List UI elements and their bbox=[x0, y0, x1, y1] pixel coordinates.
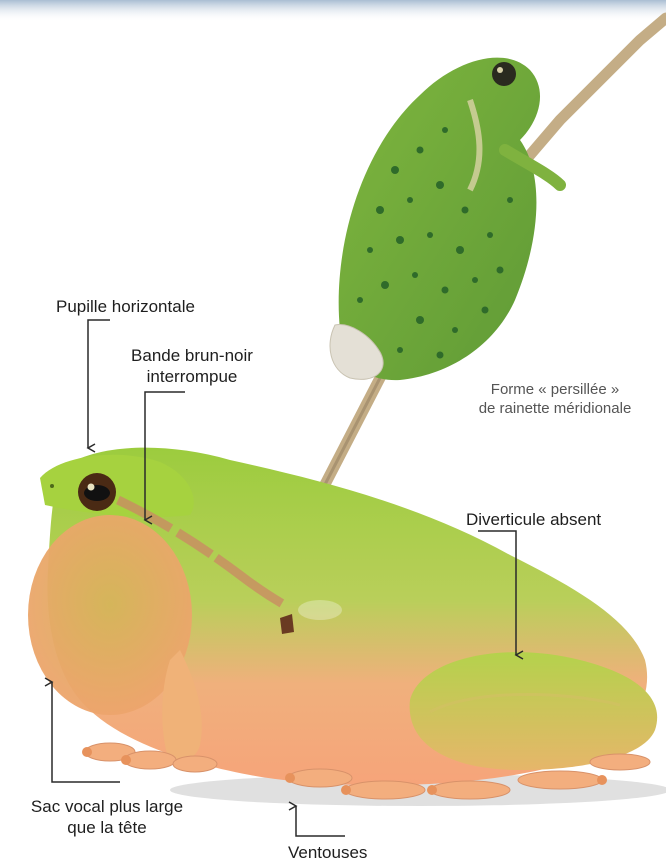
label-pupille-horizontale: Pupille horizontale bbox=[56, 296, 195, 317]
label-forme-line2: de rainette méridionale bbox=[455, 399, 655, 418]
label-sac-vocal: Sac vocal plus large que la tête bbox=[0, 796, 214, 838]
callout-ventouses bbox=[296, 806, 345, 836]
label-sac-line2: que la tête bbox=[0, 817, 214, 838]
label-bande-brun-noir: Bande brun-noir interrompue bbox=[96, 345, 288, 387]
label-sac-line1: Sac vocal plus large bbox=[0, 796, 214, 817]
label-ventouses: Ventouses bbox=[288, 842, 367, 863]
label-bande-line1: Bande brun-noir bbox=[96, 345, 288, 366]
label-forme-persillee: Forme « persillée » de rainette méridion… bbox=[455, 380, 655, 418]
label-forme-line1: Forme « persillée » bbox=[455, 380, 655, 399]
top-band bbox=[0, 0, 666, 22]
label-diverticule-absent: Diverticule absent bbox=[466, 509, 601, 530]
label-bande-line2: interrompue bbox=[96, 366, 288, 387]
small-spotted-frog bbox=[330, 58, 560, 381]
large-tree-frog bbox=[28, 448, 657, 799]
